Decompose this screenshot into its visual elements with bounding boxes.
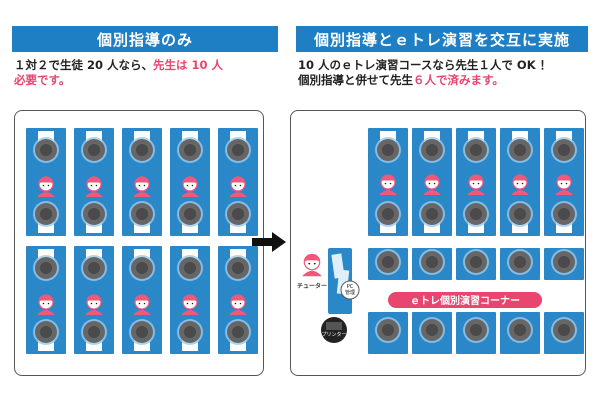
student-icon <box>177 137 203 163</box>
teacher-icon <box>467 174 485 195</box>
student-icon <box>225 255 251 281</box>
right-description: 10 人のｅトレ演習コースなら先生１人で OK ！ 個別指導と併せて先生６人で済… <box>298 58 588 88</box>
right-desc-text: 個別指導と併せて先生 <box>298 73 413 87</box>
student-icon <box>419 249 445 275</box>
left-panel-title: 個別指導のみ <box>12 26 278 52</box>
student-icon <box>33 319 59 345</box>
left-title-text: 個別指導のみ <box>96 30 193 49</box>
student-icon <box>551 137 577 163</box>
svg-text:管理: 管理 <box>345 289 355 296</box>
student-icon <box>551 317 577 343</box>
student-icon <box>129 137 155 163</box>
teacher-icon <box>85 294 103 315</box>
student-icon <box>33 201 59 227</box>
left-desc-highlight-1: 先生は 10 人 <box>153 58 224 72</box>
teacher-icon <box>181 294 199 315</box>
student-icon <box>81 319 107 345</box>
student-icon <box>463 201 489 227</box>
student-icon <box>507 201 533 227</box>
student-icon <box>463 249 489 275</box>
student-icon <box>81 137 107 163</box>
teacher-icon <box>423 174 441 195</box>
teacher-icon <box>37 176 55 197</box>
teacher-icon <box>37 294 55 315</box>
student-icon <box>375 201 401 227</box>
student-icon <box>551 249 577 275</box>
tutor-label: チューター <box>297 282 327 290</box>
printer-icon: プリンター <box>321 317 347 343</box>
student-icon <box>129 201 155 227</box>
student-icon <box>33 255 59 281</box>
right-panel-title: 個別指導とｅトレ演習を交互に実施 <box>296 26 588 52</box>
teacher-icon <box>555 174 573 195</box>
right-desc-highlight: ６人で済みます。 <box>413 73 504 87</box>
etr-corner-label: ｅトレ個別演習コーナー <box>388 292 542 308</box>
teacher-icon <box>133 176 151 197</box>
student-icon <box>81 255 107 281</box>
student-icon <box>129 319 155 345</box>
student-icon <box>225 137 251 163</box>
student-icon <box>81 201 107 227</box>
student-icon <box>177 255 203 281</box>
student-icon <box>129 255 155 281</box>
svg-text:プリンター: プリンター <box>321 331 346 338</box>
student-icon <box>375 317 401 343</box>
teacher-icon <box>511 174 529 195</box>
svg-text:PC: PC <box>347 284 354 290</box>
student-icon <box>225 319 251 345</box>
student-icon <box>507 249 533 275</box>
teacher-icon <box>85 176 103 197</box>
teacher-icon <box>133 294 151 315</box>
left-description: １対２で生徒 20 人なら、先生は 10 人 必要です。 <box>14 58 284 88</box>
student-icon <box>419 317 445 343</box>
student-icon <box>177 319 203 345</box>
left-desc-highlight-2: 必要です。 <box>14 73 71 87</box>
student-icon <box>375 249 401 275</box>
student-icon <box>507 137 533 163</box>
right-title-text: 個別指導とｅトレ演習を交互に実施 <box>313 30 570 49</box>
student-icon <box>33 137 59 163</box>
student-icon <box>463 317 489 343</box>
student-icon <box>463 137 489 163</box>
right-desc-line1: 10 人のｅトレ演習コースなら先生１人で OK ！ <box>298 58 552 72</box>
svg-text:ｅトレ個別演習コーナー: ｅトレ個別演習コーナー <box>410 294 520 307</box>
student-icon <box>419 137 445 163</box>
student-icon <box>375 137 401 163</box>
right-arrow-icon <box>252 232 286 252</box>
teacher-icon <box>229 294 247 315</box>
left-desc-text: １対２で生徒 20 人なら、 <box>14 58 154 72</box>
teacher-icon <box>302 253 322 277</box>
teacher-icon <box>379 174 397 195</box>
student-icon <box>177 201 203 227</box>
student-icon <box>419 201 445 227</box>
student-icon <box>551 201 577 227</box>
teacher-icon <box>229 176 247 197</box>
student-icon <box>507 317 533 343</box>
teacher-icon <box>181 176 199 197</box>
student-icon <box>225 201 251 227</box>
